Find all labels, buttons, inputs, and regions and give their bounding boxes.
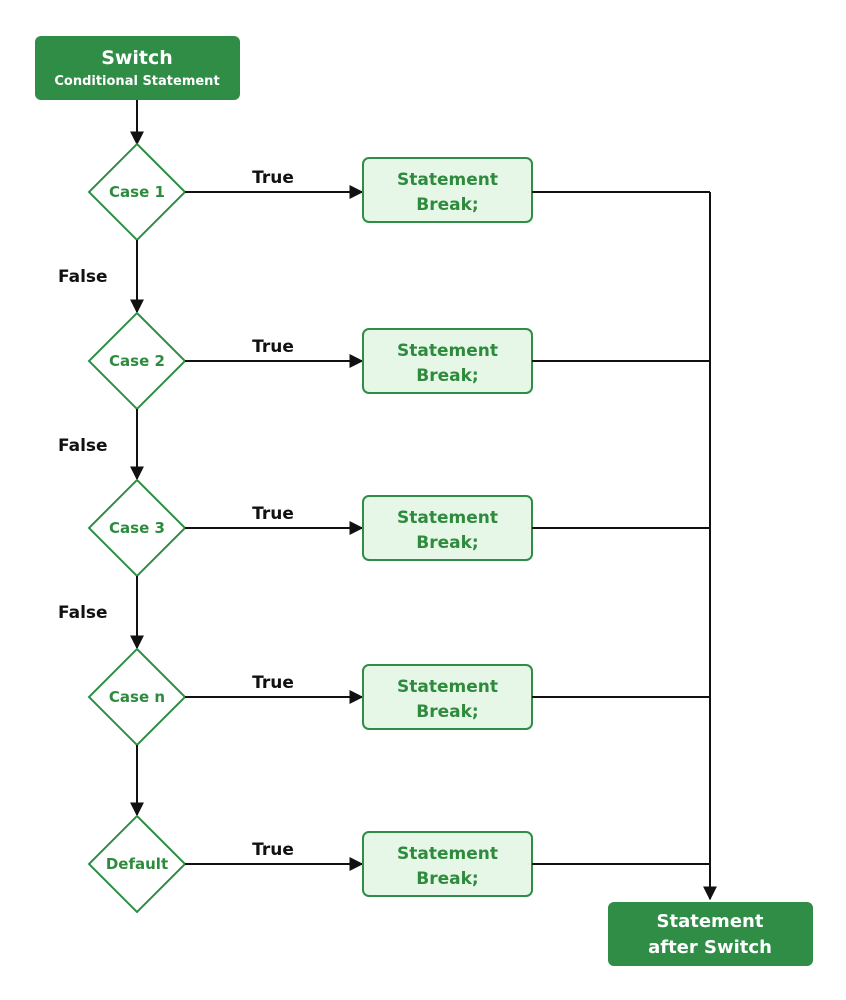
statement-text: Statement — [397, 170, 498, 190]
case-label: Case 1 — [109, 183, 165, 201]
false-label: False — [58, 436, 108, 456]
break-text: Break; — [416, 702, 478, 722]
true-label: True — [252, 840, 294, 860]
true-label: True — [252, 504, 294, 524]
start-node: Switch Conditional Statement — [35, 36, 240, 100]
end-node: Statement after Switch — [608, 902, 813, 966]
false-label: False — [58, 603, 108, 623]
true-label: True — [252, 337, 294, 357]
start-node-subtitle: Conditional Statement — [54, 74, 219, 89]
case-label: Case n — [109, 688, 165, 706]
end-node-line-1: Statement — [657, 911, 764, 932]
break-text: Break; — [416, 366, 478, 386]
case-diamond — [87, 814, 187, 914]
end-node-line-2: after Switch — [648, 937, 772, 958]
statement-box — [362, 157, 533, 223]
statement-text: Statement — [397, 844, 498, 864]
break-text: Break; — [416, 533, 478, 553]
statement-text: Statement — [397, 508, 498, 528]
statement-text: Statement — [397, 677, 498, 697]
false-label: False — [58, 267, 108, 287]
case-label: Case 2 — [109, 352, 165, 370]
case-label: Default — [106, 855, 168, 873]
break-text: Break; — [416, 869, 478, 889]
start-node-title: Switch — [101, 47, 173, 69]
break-text: Break; — [416, 195, 478, 215]
true-label: True — [252, 673, 294, 693]
true-label: True — [252, 168, 294, 188]
statement-text: Statement — [397, 341, 498, 361]
case-label: Case 3 — [109, 519, 165, 537]
